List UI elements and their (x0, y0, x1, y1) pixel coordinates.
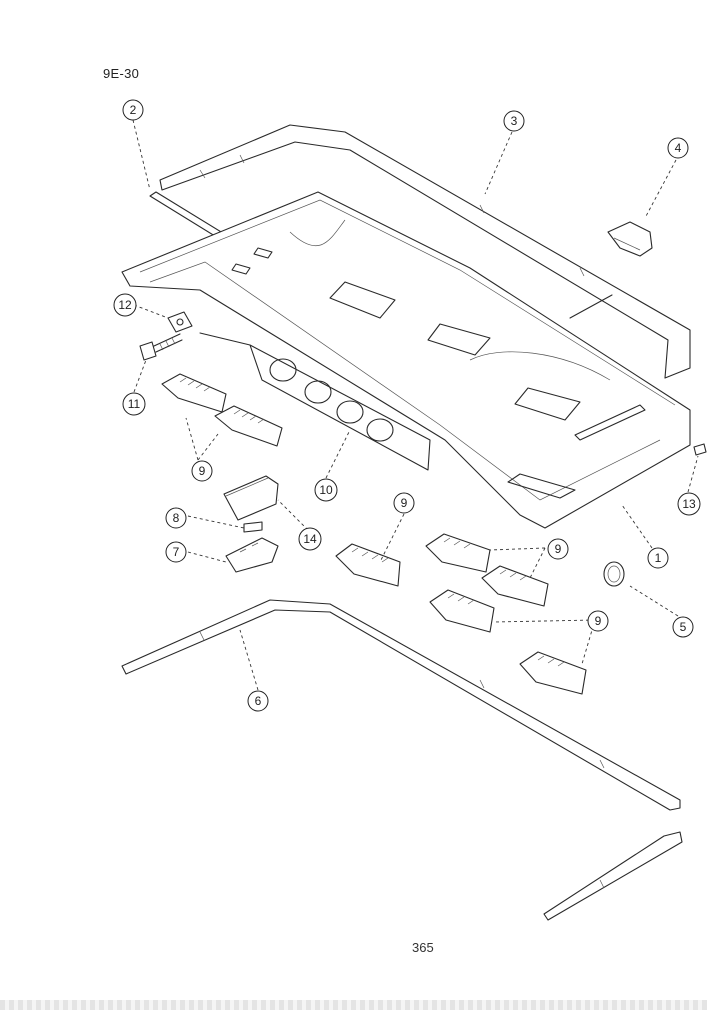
upper-trim-strip (159, 124, 691, 379)
callout-12: 12 (113, 293, 137, 317)
svg-text:5: 5 (680, 620, 687, 634)
svg-text:13: 13 (682, 497, 696, 511)
callout-1: 1 (647, 547, 669, 569)
callout-8: 8 (165, 507, 187, 529)
callout-9-right-upper: 9 (547, 538, 569, 560)
ceiling-panel (121, 191, 691, 529)
vent-grille-center (335, 543, 401, 587)
svg-text:14: 14 (303, 532, 317, 546)
callout-2: 2 (122, 99, 144, 121)
svg-text:9: 9 (199, 464, 206, 478)
callout-4: 4 (667, 137, 689, 159)
bulb (243, 521, 263, 533)
clip (569, 221, 653, 319)
svg-text:1: 1 (655, 551, 662, 565)
vent-grille-right-2 (481, 565, 549, 607)
wire-ring (603, 561, 625, 587)
svg-text:3: 3 (511, 114, 518, 128)
svg-text:12: 12 (118, 298, 132, 312)
callout-7: 7 (165, 541, 187, 563)
svg-text:10: 10 (319, 483, 333, 497)
callout-9-right-lower: 9 (587, 610, 609, 632)
svg-text:2: 2 (130, 103, 137, 117)
callout-5: 5 (672, 616, 694, 638)
screw (139, 333, 183, 361)
clip-nut (167, 311, 193, 333)
page-number: 365 (412, 940, 434, 955)
callout-10: 10 (314, 478, 338, 502)
vent-grille-left-2 (214, 405, 283, 447)
callout-14: 14 (298, 527, 322, 551)
page-code: 9E-30 (103, 66, 140, 81)
scan-edge (0, 1000, 707, 1010)
vent-panel (249, 344, 431, 471)
svg-text:11: 11 (128, 397, 141, 411)
callout-3: 3 (503, 110, 525, 132)
svg-text:4: 4 (675, 141, 682, 155)
callout-9-center: 9 (393, 492, 415, 514)
svg-text:9: 9 (595, 614, 602, 628)
lamp-base (225, 537, 279, 573)
vent-grille-right-4 (519, 651, 587, 695)
small-fastener (693, 443, 707, 456)
vent-grille-left-1 (161, 373, 227, 413)
lower-trim-strip (121, 599, 683, 921)
svg-text:9: 9 (555, 542, 562, 556)
svg-text:8: 8 (173, 511, 180, 525)
callout-6-lower: 6 (247, 690, 269, 712)
svg-text:7: 7 (173, 545, 180, 559)
svg-text:9: 9 (401, 496, 408, 510)
leader-lines (132, 119, 699, 691)
callout-13: 13 (677, 492, 701, 516)
lamp-lens (223, 475, 279, 521)
svg-text:6: 6 (255, 694, 262, 708)
callout-9-left: 9 (191, 460, 213, 482)
vent-grille-right-3 (429, 589, 495, 633)
callout-11: 11 (122, 392, 146, 416)
vent-grille-right-1 (425, 533, 491, 573)
